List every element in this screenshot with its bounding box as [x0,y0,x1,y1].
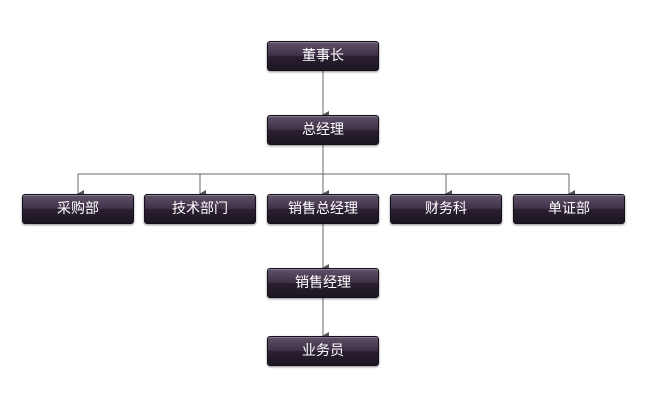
node-technical-dept: 技术部门 [144,194,256,224]
node-sales-general-manager: 销售总经理 [267,194,379,224]
node-salesperson: 业务员 [267,336,379,366]
node-finance-section: 财务科 [390,194,502,224]
node-purchasing-dept: 采购部 [22,194,134,224]
node-sales-manager: 销售经理 [267,268,379,298]
node-chairman: 董事长 [267,41,379,71]
node-documentation-dept: 单证部 [513,194,625,224]
node-general-manager: 总经理 [267,115,379,145]
